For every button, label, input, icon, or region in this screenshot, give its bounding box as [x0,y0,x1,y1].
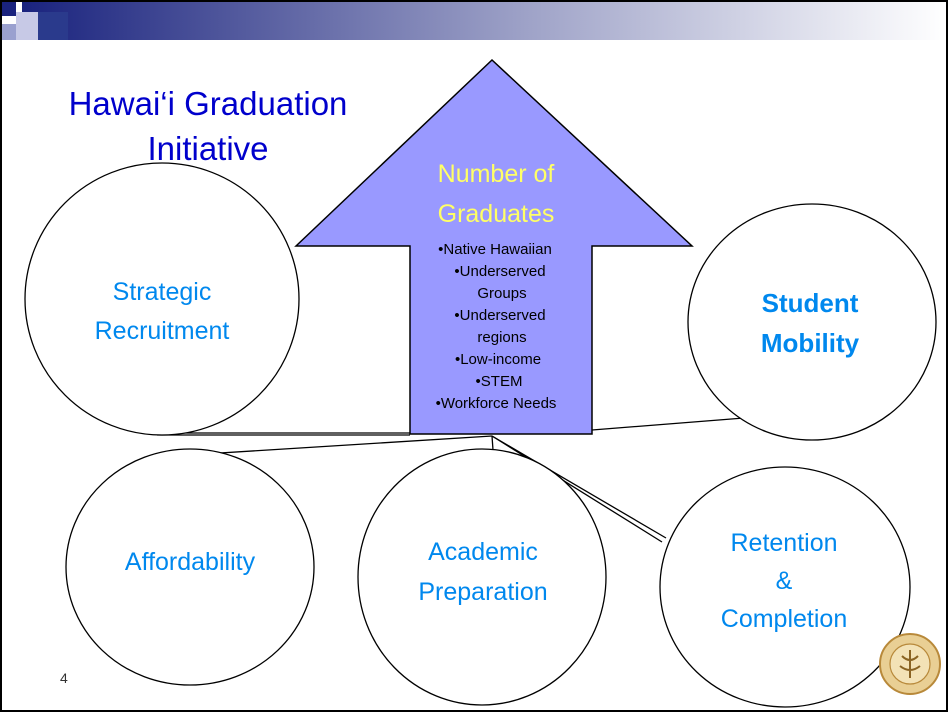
academic-preparation-circle: Academic Preparation [357,448,607,706]
circle-label: Completion [721,605,847,633]
circle-label: Student [762,288,859,318]
connector-lines [157,417,745,543]
circle-label: Strategic [113,278,212,306]
connector-to-retention [491,435,663,543]
university-seal-icon [879,633,941,695]
arrow-bullet: •Underserved [454,307,545,324]
affordability-circle: Affordability [65,448,315,686]
arrow-bullet: •Underserved [454,263,545,280]
circle-label: Mobility [761,328,860,358]
graduates-arrow [294,58,694,435]
title-line-2: Initiative [147,130,268,167]
title-line-1: Hawai‘i Graduation [69,85,348,122]
connector-to-retention [491,435,667,539]
arrow-title-line-1: Number of [438,160,555,188]
header-square [16,12,38,40]
arrow-bullet: •STEM [476,373,523,390]
connector-to-affordability [187,435,493,456]
connector-to-mobility [591,417,745,431]
arrow-bullet: •Workforce Needs [436,395,557,412]
arrow-bullet-list: •Native Hawaiian •Underserved Groups •Un… [436,241,557,412]
retention-completion-circle: Retention & Completion [659,466,911,708]
header-square [2,2,16,16]
circle-shape [687,203,937,441]
page-number: 4 [60,670,68,686]
circle-label: & [776,567,793,595]
circle-shape [65,448,315,686]
strategic-recruitment-circle: Strategic Recruitment [24,162,300,436]
arrow-bullet: •Native Hawaiian [438,241,552,258]
header-square [38,12,68,40]
header-gradient-bar [22,2,946,40]
circle-shape [659,466,911,708]
circle-label: Academic [428,538,538,566]
arrow-bullet: Groups [477,285,526,302]
header-decoration [2,2,946,40]
arrow-bullet: regions [477,329,526,346]
circle-shape [357,448,607,706]
arrow-title-line-2: Graduates [438,200,555,228]
header-square [2,24,16,40]
arrow-bullet: •Low-income [455,351,541,368]
circle-shape [24,162,300,436]
circle-label: Recruitment [95,317,230,345]
circle-label: Preparation [418,578,547,606]
circle-label: Affordability [125,548,256,576]
student-mobility-circle: Student Mobility [687,203,937,441]
circle-label: Retention [730,529,837,557]
